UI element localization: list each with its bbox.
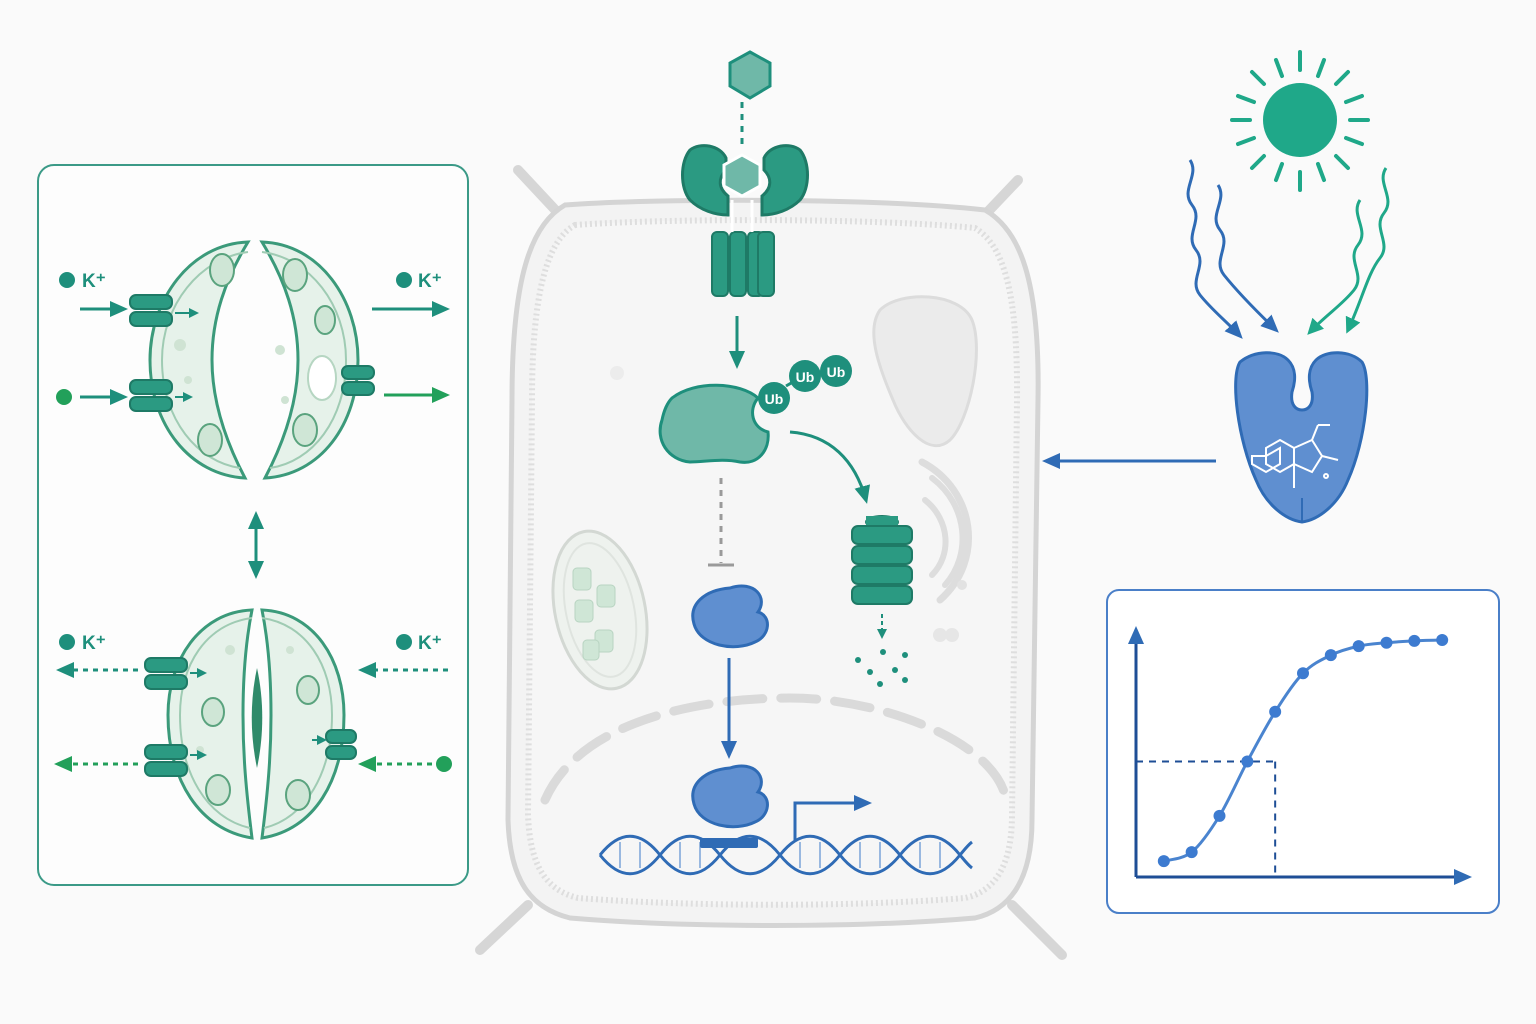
sun-icon: [1230, 50, 1370, 192]
data-point: [1185, 846, 1198, 859]
ub-tag-1: Ub: [765, 391, 784, 407]
transcription-start-arrow: [793, 795, 872, 840]
photoreceptor-icon: [1234, 351, 1369, 524]
mitochondrion: [551, 529, 649, 691]
potassium-ion-icon: [396, 634, 412, 650]
anion-icon: [436, 756, 452, 772]
potassium-ion-icon: [59, 634, 75, 650]
nuclear-envelope: [540, 693, 1010, 805]
data-point: [1408, 634, 1421, 647]
data-points: [1157, 633, 1449, 868]
anion-icon: [56, 389, 72, 405]
transcription-factor-bound: [691, 764, 769, 829]
ub-tag-2: Ub: [796, 369, 815, 385]
data-point: [1436, 633, 1449, 646]
ion-channel-icon: [129, 294, 375, 412]
data-point: [1352, 640, 1365, 653]
ubiquitin-chain: Ub Ub Ub: [758, 355, 852, 414]
light-waves: [1186, 159, 1390, 339]
vacuole: [872, 295, 978, 448]
potassium-ion-icon: [396, 272, 412, 288]
receptor-icon: [681, 144, 809, 297]
peptide-fragments: [855, 649, 908, 687]
potassium-ion-icon: [59, 272, 75, 288]
transcription-factor-inactive: [691, 584, 769, 649]
stomata-panel: K⁺ K⁺: [37, 164, 469, 886]
closed-stoma: [144, 608, 357, 840]
open-stoma: [129, 240, 375, 480]
data-point: [1297, 667, 1309, 680]
data-point: [1157, 855, 1170, 868]
ion-channel-icon: [144, 657, 357, 777]
stomatal-pore-closed: [251, 668, 263, 768]
plant-cell: Ub Ub Ub: [475, 50, 1067, 960]
dna-icon: [598, 834, 973, 876]
ion-label-top-left: K⁺: [82, 271, 106, 292]
dose-response-chart: [1106, 589, 1500, 914]
ubiquitin-ligase: [658, 383, 770, 464]
hormone-hexagon-icon: [728, 50, 772, 100]
data-point: [1324, 649, 1337, 662]
data-point: [1380, 636, 1393, 649]
ion-label-top-right: K⁺: [418, 271, 442, 292]
promoter-binding-site: [700, 838, 758, 848]
data-point: [1213, 809, 1226, 822]
ion-label-bottom-right: K⁺: [418, 633, 442, 654]
data-point: [1269, 705, 1282, 718]
data-point: [1241, 755, 1254, 768]
golgi: [918, 458, 972, 604]
ub-tag-3: Ub: [827, 364, 846, 380]
ion-label-bottom-left: K⁺: [82, 633, 106, 654]
proteasome-icon: [851, 515, 913, 605]
